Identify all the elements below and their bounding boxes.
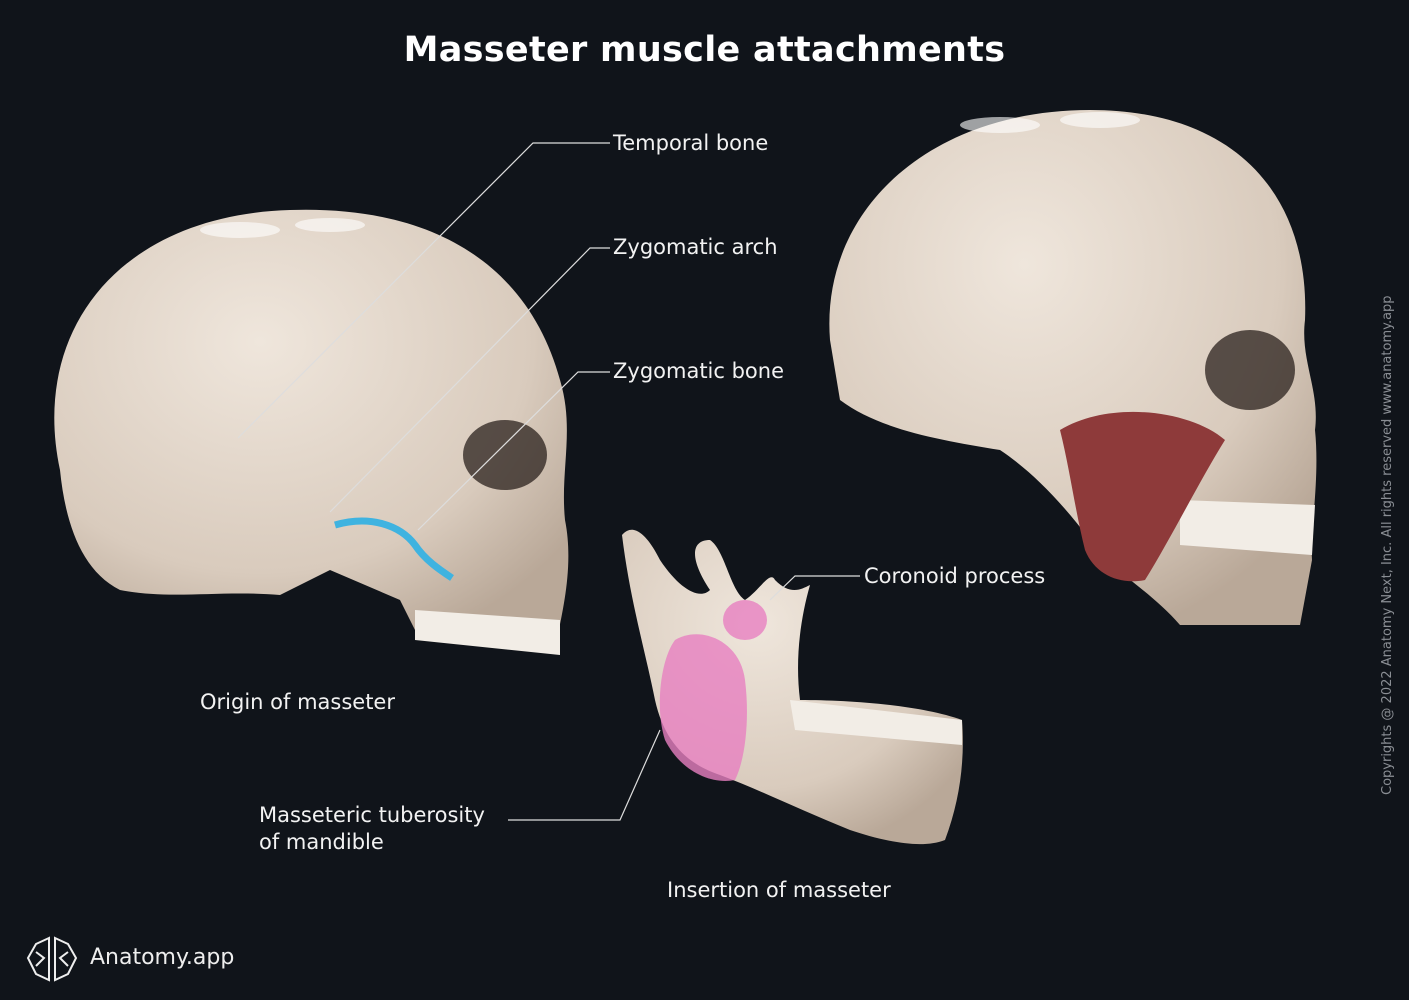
mandible — [622, 529, 963, 845]
page-title: Masseter muscle attachments — [403, 30, 1006, 70]
leader-lines — [237, 142, 860, 821]
copyright-text: Copyrights @ 2022 Anatomy Next, Inc. All… — [1380, 295, 1395, 795]
teeth-left — [415, 610, 560, 655]
insertion-highlight — [659, 634, 747, 781]
origin-highlight — [334, 517, 454, 581]
masseter-muscle — [1060, 411, 1225, 582]
teeth-right — [1180, 500, 1315, 555]
skull-left — [54, 209, 569, 655]
label-masseteric-tuberosity: Masseteric tuberosity — [259, 803, 485, 827]
label-zygomatic-bone: Zygomatic bone — [613, 359, 785, 383]
label-masseteric-tuberosity-line2: of mandible — [259, 830, 384, 854]
label-zygomatic-arch: Zygomatic arch — [613, 235, 778, 259]
caption-insertion: Insertion of masseter — [667, 878, 891, 902]
brain-icon — [26, 936, 78, 982]
brand-name: Anatomy.app — [90, 945, 235, 970]
caption-origin: Origin of masseter — [200, 690, 395, 714]
label-temporal-bone: Temporal bone — [613, 131, 769, 155]
skull-right — [829, 110, 1317, 625]
label-coronoid-process: Coronoid process — [864, 564, 1046, 588]
